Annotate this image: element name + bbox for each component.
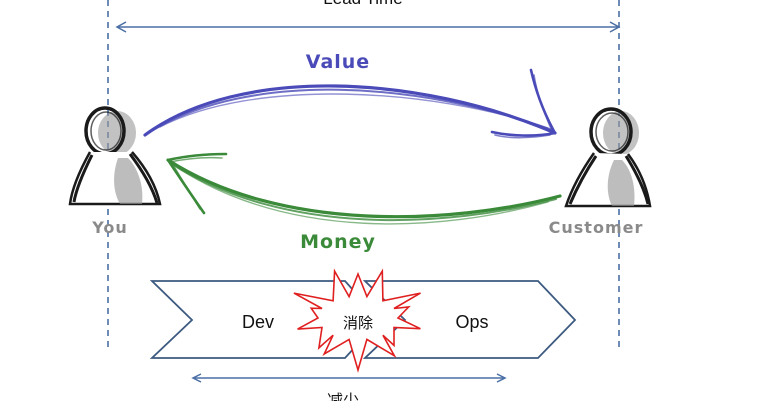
- customer-person-icon: Customer: [549, 107, 652, 237]
- ops-label: Ops: [455, 312, 488, 332]
- money-label: Money: [300, 231, 376, 253]
- dev-label: Dev: [242, 312, 274, 332]
- reduce-span: 减少: [191, 373, 507, 401]
- value-arrow: Value: [143, 51, 557, 139]
- eliminate-burst: 消除: [293, 268, 421, 373]
- reduce-label: 减少: [327, 391, 359, 401]
- lead-time-span: Lead Time: [115, 0, 621, 33]
- value-label: Value: [306, 51, 370, 73]
- eliminate-label: 消除: [343, 314, 373, 332]
- you-person-icon: You: [68, 106, 162, 237]
- lead-time-label: Lead Time: [323, 0, 402, 8]
- money-arrow: Money: [166, 152, 562, 253]
- you-label: You: [91, 218, 128, 237]
- ops-stage: Ops: [362, 280, 577, 359]
- customer-label: Customer: [549, 218, 644, 237]
